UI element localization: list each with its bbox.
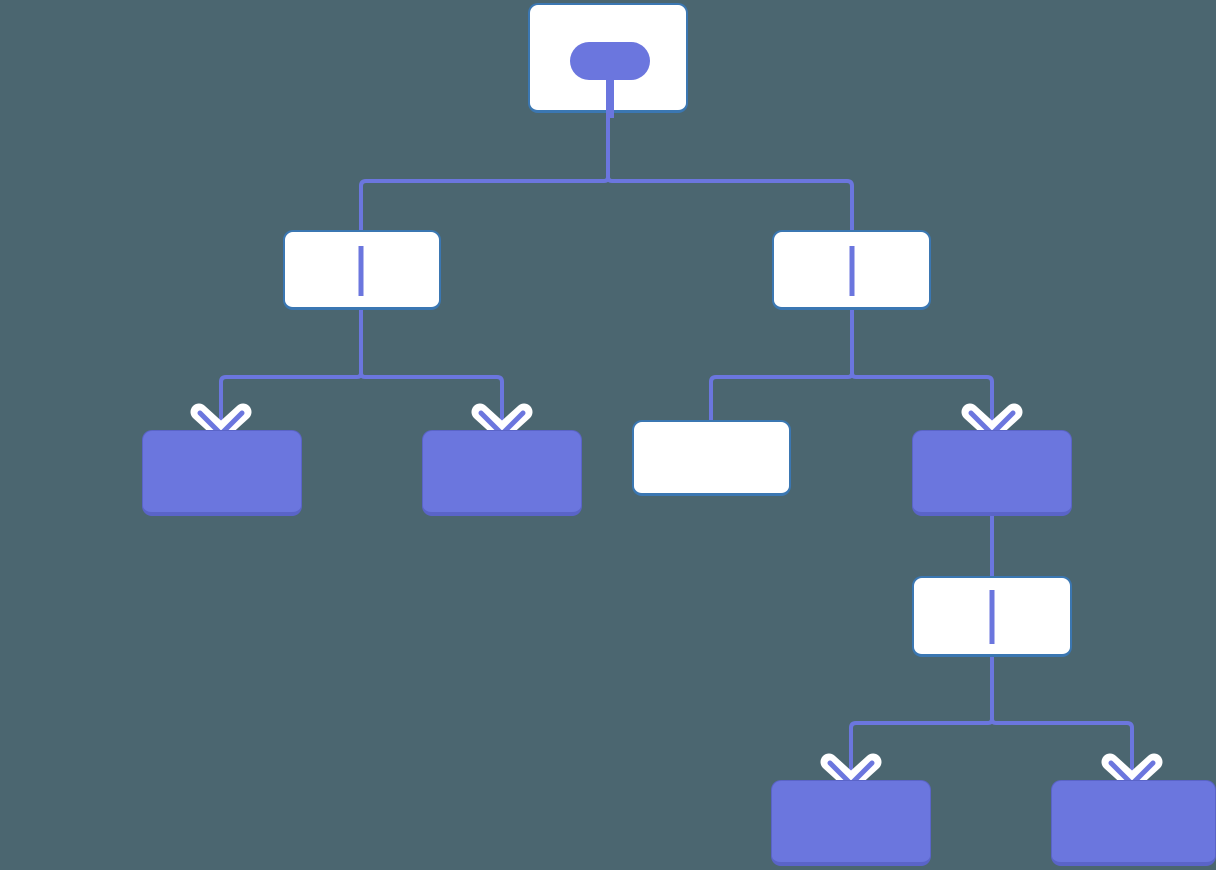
root-pill-glyph: [570, 42, 650, 80]
node-l5-left[interactable]: [771, 780, 931, 866]
edge-l2-left-to-l3-b: [359, 310, 504, 438]
edge-l2-left-to-l3-a: [219, 310, 363, 438]
node-l2-left[interactable]: [283, 230, 441, 310]
node-l3-b[interactable]: [422, 430, 582, 516]
edge-l4-to-l5-left: [849, 657, 994, 788]
edge-root-to-l2-right: [606, 113, 854, 230]
node-l3-d[interactable]: [912, 430, 1072, 516]
root-stem-glyph: [606, 75, 614, 118]
edge-l2-right-to-l3-c: [709, 310, 854, 420]
node-root[interactable]: [528, 3, 688, 118]
edge-l2-right-to-l3-d: [850, 310, 994, 438]
edge-l4-to-l5-right: [990, 657, 1134, 788]
node-l2-right[interactable]: [772, 230, 931, 310]
node-l5-right[interactable]: [1051, 780, 1216, 866]
node-l3-a[interactable]: [142, 430, 302, 516]
edge-root-to-l2-left: [359, 113, 610, 230]
node-l3-c[interactable]: [632, 420, 791, 496]
node-l4[interactable]: [912, 576, 1072, 657]
